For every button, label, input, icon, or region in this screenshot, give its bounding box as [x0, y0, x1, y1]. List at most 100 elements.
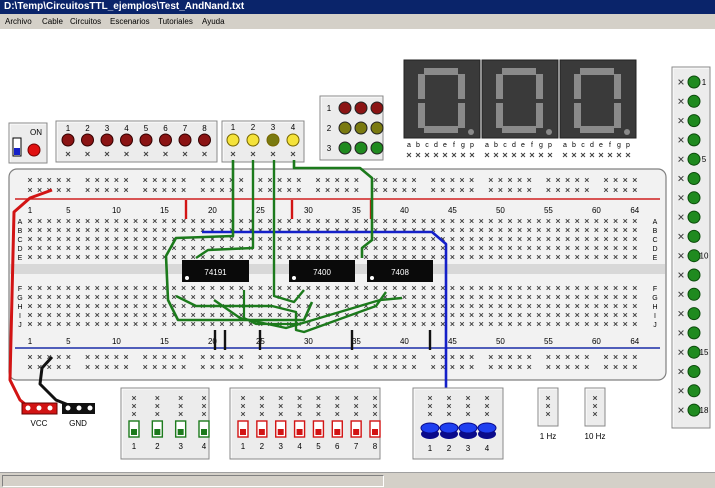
- wire-green[interactable]: [164, 160, 314, 322]
- hole: [546, 236, 551, 242]
- led-label: 5: [144, 124, 149, 133]
- row-label: H: [17, 304, 22, 311]
- hole: [555, 218, 561, 224]
- segment-pin-label: f: [609, 142, 611, 149]
- hole: [373, 354, 378, 360]
- hole: [267, 354, 273, 360]
- wire-green[interactable]: [175, 291, 387, 334]
- hole: [95, 364, 100, 370]
- hole: [315, 236, 321, 242]
- hole: [131, 411, 137, 417]
- hole: [373, 187, 378, 193]
- menu-circuitos[interactable]: Circuitos: [70, 17, 102, 26]
- hole: [306, 294, 311, 300]
- hole: [411, 364, 417, 370]
- wire-blue[interactable]: [202, 230, 448, 396]
- hole: [162, 227, 167, 233]
- hole: [431, 177, 436, 183]
- segment-pin-label: d: [512, 142, 516, 149]
- hole: [95, 254, 100, 260]
- hole: [450, 218, 455, 224]
- hole: [594, 312, 599, 318]
- hole: [287, 236, 292, 242]
- hole: [613, 245, 618, 251]
- segment-pin-label: g: [617, 142, 621, 149]
- hole: [440, 285, 445, 291]
- connector-pin: [76, 405, 82, 411]
- vcc-label: VCC: [31, 419, 48, 428]
- hole: [373, 364, 378, 370]
- hole: [104, 177, 109, 183]
- hole: [171, 321, 177, 327]
- menu-tutoriales[interactable]: Tutoriales: [158, 17, 193, 26]
- hole: [47, 254, 52, 260]
- hole: [258, 285, 263, 291]
- col-label-top: 64: [630, 206, 639, 215]
- hole: [427, 403, 433, 409]
- wire-green[interactable]: [242, 290, 300, 326]
- hole: [431, 303, 436, 309]
- segment-pin: [451, 152, 457, 158]
- hole: [603, 312, 609, 318]
- wire-gnd-black[interactable]: [38, 355, 77, 410]
- hole: [527, 285, 532, 291]
- menu-archivo[interactable]: Archivo: [5, 17, 32, 26]
- hole: [565, 187, 570, 193]
- hole: [114, 236, 119, 242]
- led-red-7: [178, 133, 192, 147]
- hole: [315, 245, 321, 251]
- hole: [392, 312, 397, 318]
- hole: [56, 177, 61, 183]
- hole: [155, 411, 160, 417]
- connector-pin: [87, 405, 93, 411]
- connector-pin: [65, 405, 71, 411]
- hole: [565, 354, 570, 360]
- clock-panel: [584, 387, 606, 427]
- hole: [431, 354, 436, 360]
- segment-pin: [415, 152, 421, 158]
- wire-vcc-red[interactable]: [8, 188, 53, 410]
- menu-cable[interactable]: Cable: [42, 17, 63, 26]
- chip-74191[interactable]: [182, 260, 249, 282]
- wire-green[interactable]: [213, 296, 403, 330]
- led-label: 8: [202, 124, 207, 133]
- hole: [421, 303, 426, 309]
- hole: [507, 227, 513, 233]
- led-red-5: [139, 133, 153, 147]
- hole: [37, 245, 42, 251]
- hole: [85, 254, 90, 260]
- blue-button-3[interactable]: [458, 422, 478, 434]
- blue-button-2[interactable]: [439, 422, 459, 434]
- hole: [56, 285, 61, 291]
- chip-7400[interactable]: [289, 260, 355, 282]
- hole: [372, 395, 378, 401]
- hole: [363, 254, 369, 260]
- blue-button-1[interactable]: [420, 422, 440, 434]
- hole: [623, 254, 628, 260]
- hole: [104, 303, 109, 309]
- hole: [75, 303, 81, 309]
- hole: [75, 294, 81, 300]
- chip-7408[interactable]: [367, 260, 433, 282]
- hole: [440, 303, 445, 309]
- blue-button-4[interactable]: [477, 422, 497, 434]
- hole: [373, 245, 378, 251]
- col-label-top: 60: [592, 206, 601, 215]
- hole: [402, 187, 407, 193]
- hole: [507, 187, 513, 193]
- segment-pin-label: b: [572, 142, 576, 149]
- menu-escenarios[interactable]: Escenarios: [110, 17, 150, 26]
- power-switch[interactable]: [12, 137, 22, 157]
- hole: [484, 395, 490, 401]
- hole: [421, 236, 426, 242]
- hole: [239, 354, 244, 360]
- wire-green[interactable]: [195, 160, 255, 259]
- hole: [201, 395, 207, 401]
- hole: [191, 218, 196, 224]
- hole: [66, 312, 71, 318]
- menu-ayuda[interactable]: Ayuda: [202, 17, 225, 26]
- wire-green[interactable]: [272, 160, 305, 304]
- wire-green[interactable]: [292, 160, 374, 258]
